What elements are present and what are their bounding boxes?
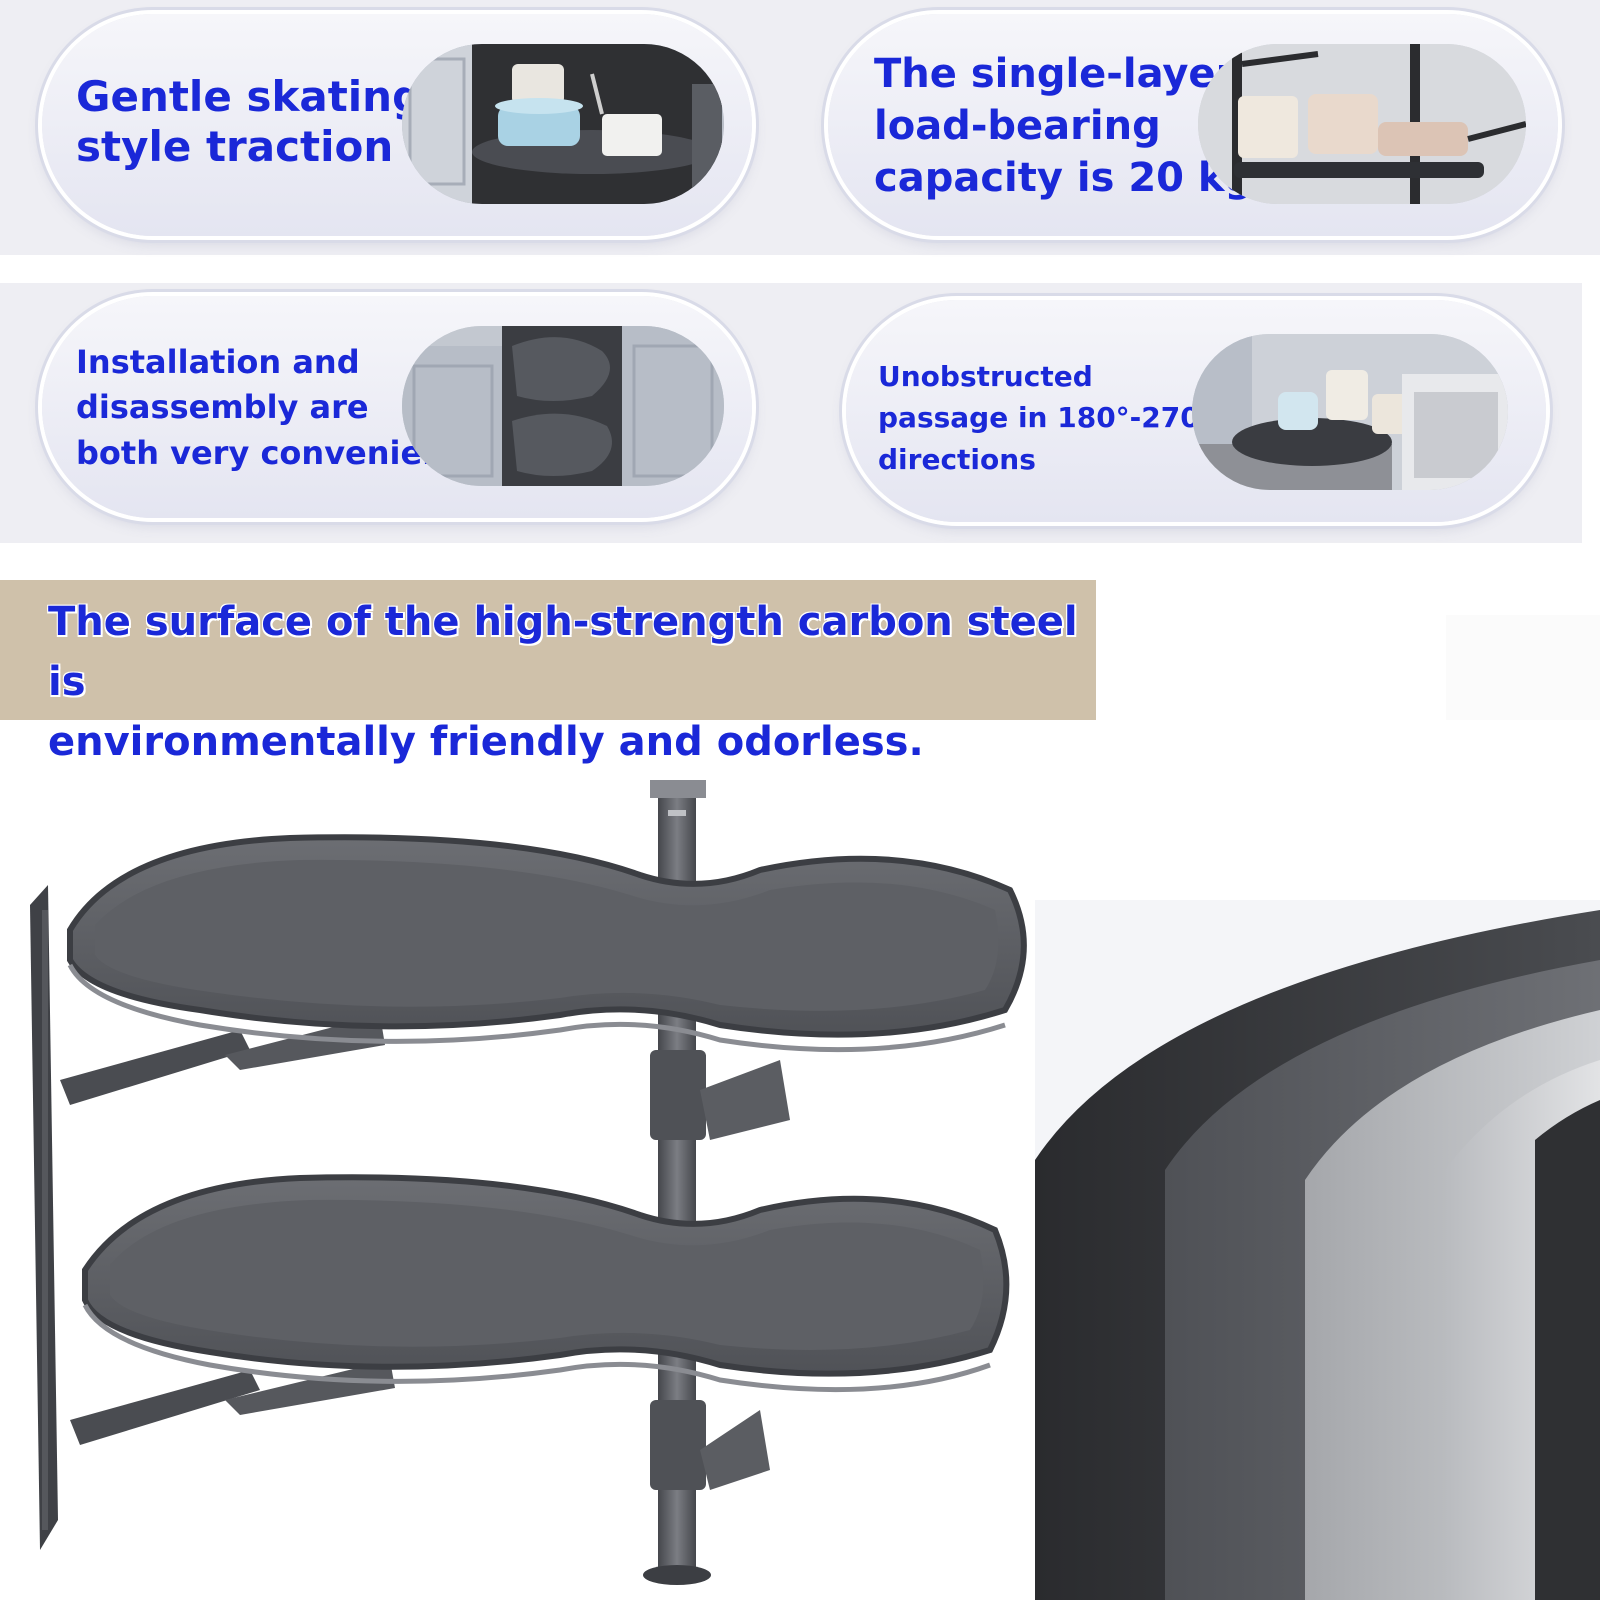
feature-line: both very convenient. bbox=[76, 433, 473, 472]
feature-line: directions bbox=[878, 442, 1036, 476]
feature-line: passage in 180°-270° bbox=[878, 401, 1214, 435]
cabinet-with-trays-photo bbox=[402, 326, 724, 486]
feature-line: The single-layer bbox=[874, 51, 1236, 97]
two-tier-kidney-corner-basket bbox=[0, 760, 1050, 1600]
feature-passage-text: Unobstructed passage in 180°-270° direct… bbox=[878, 356, 1214, 480]
feature-card-traction: Gentle skating- style traction bbox=[42, 14, 752, 236]
faded-box bbox=[1446, 615, 1600, 720]
feature-card-load: The single-layer load-bearing capacity i… bbox=[828, 14, 1558, 236]
feature-installation-text: Installation and disassembly are both ve… bbox=[76, 340, 472, 476]
open-corner-cabinet-photo bbox=[1192, 334, 1508, 490]
feature-line: disassembly are bbox=[76, 388, 369, 427]
feature-load-text: The single-layer load-bearing capacity i… bbox=[874, 48, 1268, 204]
feature-line: Unobstructed bbox=[878, 360, 1093, 393]
material-banner: The surface of the high-strength carbon … bbox=[0, 580, 1096, 765]
feature-card-installation: Installation and disassembly are both ve… bbox=[42, 296, 752, 518]
feature-card-passage: Unobstructed passage in 180°-270° direct… bbox=[846, 300, 1546, 522]
curved-brushed-steel-layers bbox=[1035, 900, 1600, 1600]
feature-line: style traction bbox=[76, 121, 394, 171]
feature-line: Installation and bbox=[76, 343, 360, 381]
banner-line-1: The surface of the high-strength carbon … bbox=[48, 599, 1078, 705]
banner-line-2: environmentally friendly and odorless. bbox=[48, 719, 924, 765]
feature-line: load-bearing bbox=[874, 103, 1161, 149]
corner-basket-with-pots-photo bbox=[402, 44, 724, 204]
banner-text: The surface of the high-strength carbon … bbox=[48, 592, 1088, 772]
feature-traction-text: Gentle skating- style traction bbox=[76, 72, 440, 171]
feature-line: Gentle skating- bbox=[76, 72, 440, 121]
dark-tray-with-pans-photo bbox=[1198, 44, 1526, 204]
feature-line: capacity is 20 kg. bbox=[874, 155, 1269, 201]
